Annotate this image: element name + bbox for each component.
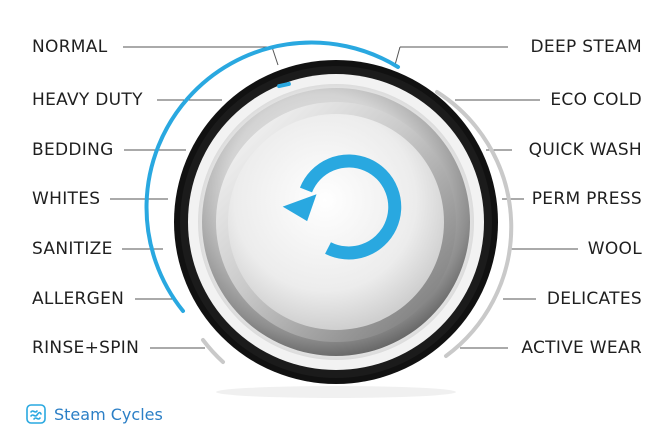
cycle-label-quick-wash[interactable]: QUICK WASH xyxy=(528,140,642,160)
steam-icon xyxy=(26,404,46,424)
knob-indicator xyxy=(277,81,291,89)
status-arcs xyxy=(144,40,514,364)
legend: Steam Cycles xyxy=(26,404,163,424)
cycle-label-delicates[interactable]: DELICATES xyxy=(546,289,642,309)
rotate-icon xyxy=(282,154,402,260)
cycle-label-active-wear[interactable]: ACTIVE WEAR xyxy=(521,338,642,358)
cycle-label-normal[interactable]: NORMAL xyxy=(32,37,108,57)
cycle-label-wool[interactable]: WOOL xyxy=(587,239,642,259)
cycle-label-bedding[interactable]: BEDDING xyxy=(32,140,114,160)
cycle-label-eco-cold[interactable]: ECO COLD xyxy=(550,90,642,110)
cycle-label-deep-steam[interactable]: DEEP STEAM xyxy=(530,37,642,57)
cycle-label-allergen[interactable]: ALLERGEN xyxy=(32,289,125,309)
leader-lines-left xyxy=(110,46,272,349)
knob-face xyxy=(228,114,444,330)
legend-label: Steam Cycles xyxy=(54,404,163,424)
cycle-label-whites[interactable]: WHITES xyxy=(32,189,101,209)
leader-hooks xyxy=(271,46,401,66)
cycle-label-rinse-spin[interactable]: RINSE+SPIN xyxy=(32,338,140,358)
cycle-label-heavy-duty[interactable]: HEAVY DUTY xyxy=(32,90,143,110)
leader-lines-right xyxy=(400,46,578,349)
cycle-knob[interactable] xyxy=(174,60,498,384)
cycle-label-sanitize[interactable]: SANITIZE xyxy=(32,239,113,259)
cycle-label-perm-press[interactable]: PERM PRESS xyxy=(531,189,642,209)
